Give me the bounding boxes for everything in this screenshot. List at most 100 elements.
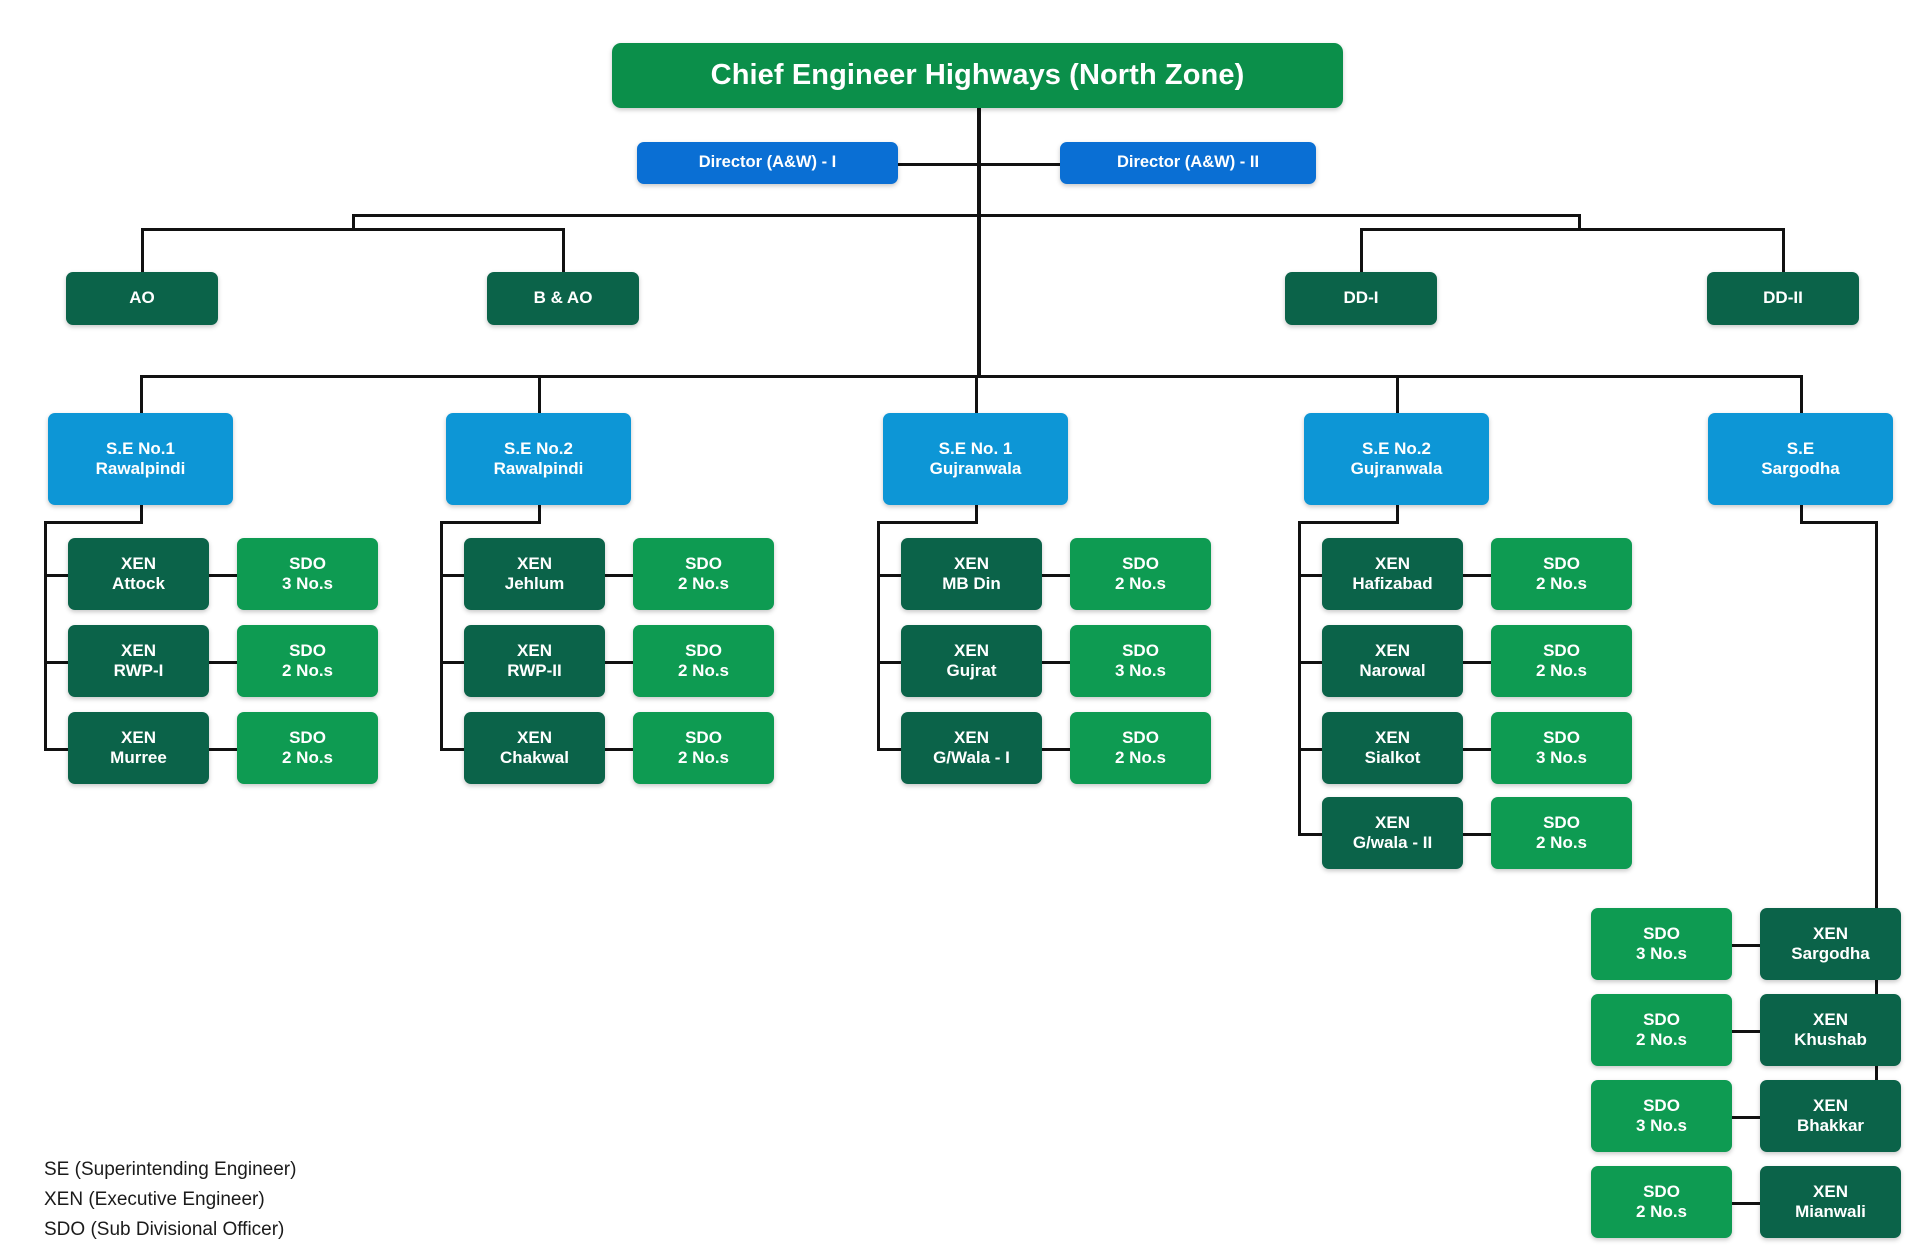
node-xen-rwp-ii[interactable]: XEN RWP-II (464, 625, 605, 697)
node-se-4[interactable]: S.E Sargodha (1708, 413, 1893, 505)
node-xen-narowal-line2: Narowal (1359, 661, 1426, 680)
node-xen-murree[interactable]: XEN Murree (68, 712, 209, 784)
node-xen-gwala-i[interactable]: XEN G/Wala - I (901, 712, 1042, 784)
node-xen-jehlum-line1: XEN (517, 553, 552, 573)
connector-g2-rail-top (877, 521, 978, 524)
node-director-aw-2[interactable]: Director (A&W) - II (1060, 142, 1316, 184)
connector-g3-rail-top (1298, 521, 1399, 524)
node-xen-chakwal[interactable]: XEN Chakwal (464, 712, 605, 784)
node-sdo-rwp-i-line1: SDO (289, 640, 326, 660)
node-dd-1[interactable]: DD-I (1285, 272, 1437, 325)
node-dd-2[interactable]: DD-II (1707, 272, 1859, 325)
node-se-3-line2: Gujranwala (1350, 459, 1443, 478)
connector-se-drop-3 (1396, 375, 1399, 413)
connector-g4-xs-1 (1732, 1030, 1760, 1033)
connector-g4-xs-0 (1732, 944, 1760, 947)
node-sdo-mb-din-line1: SDO (1122, 553, 1159, 573)
node-xen-gwala-ii[interactable]: XEN G/wala - II (1322, 797, 1463, 869)
node-xen-rwp-i[interactable]: XEN RWP-I (68, 625, 209, 697)
connector-g3-xs-3 (1463, 833, 1491, 836)
node-xen-sialkot[interactable]: XEN Sialkot (1322, 712, 1463, 784)
node-xen-khushab-line2: Khushab (1794, 1030, 1867, 1049)
node-se-2[interactable]: S.E No. 1 Gujranwala (883, 413, 1068, 505)
node-xen-sargodha[interactable]: XEN Sargodha (1760, 908, 1901, 980)
node-sdo-sargodha[interactable]: SDO 3 No.s (1591, 908, 1732, 980)
node-sdo-gujrat-line2: 3 No.s (1114, 661, 1167, 680)
node-se-4-line1: S.E (1786, 438, 1815, 458)
node-xen-sialkot-line1: XEN (1375, 727, 1410, 747)
node-sdo-gujrat[interactable]: SDO 3 No.s (1070, 625, 1211, 697)
node-sdo-gwala-ii-line1: SDO (1543, 812, 1580, 832)
node-xen-attock[interactable]: XEN Attock (68, 538, 209, 610)
node-sdo-narowal-line2: 2 No.s (1535, 661, 1588, 680)
node-sdo-murree-line2: 2 No.s (281, 748, 334, 767)
node-sdo-gwala-ii[interactable]: SDO 2 No.s (1491, 797, 1632, 869)
node-se-1[interactable]: S.E No.2 Rawalpindi (446, 413, 631, 505)
connector-root-stem (977, 108, 981, 378)
node-sdo-jehlum[interactable]: SDO 2 No.s (633, 538, 774, 610)
node-xen-gujrat[interactable]: XEN Gujrat (901, 625, 1042, 697)
node-b-and-ao[interactable]: B & AO (487, 272, 639, 325)
node-xen-rwp-ii-line2: RWP-II (507, 661, 562, 680)
node-xen-hafizabad[interactable]: XEN Hafizabad (1322, 538, 1463, 610)
node-xen-jehlum[interactable]: XEN Jehlum (464, 538, 605, 610)
connector-g2-child-2 (877, 748, 901, 751)
node-sdo-hafizabad-line1: SDO (1543, 553, 1580, 573)
node-sdo-mianwali-line1: SDO (1643, 1181, 1680, 1201)
node-sdo-sialkot[interactable]: SDO 3 No.s (1491, 712, 1632, 784)
connector-g2-rail (877, 521, 880, 748)
node-ao[interactable]: AO (66, 272, 218, 325)
node-sdo-bhakkar-line2: 3 No.s (1635, 1116, 1688, 1135)
node-xen-bhakkar-line2: Bhakkar (1796, 1116, 1865, 1135)
connector-bao-drop (562, 228, 565, 272)
node-xen-mb-din[interactable]: XEN MB Din (901, 538, 1042, 610)
node-se-2-line2: Gujranwala (929, 459, 1022, 478)
node-sdo-khushab[interactable]: SDO 2 No.s (1591, 994, 1732, 1066)
connector-g3-rail-stem (1396, 505, 1399, 524)
node-sdo-hafizabad[interactable]: SDO 2 No.s (1491, 538, 1632, 610)
node-xen-mianwali-line1: XEN (1813, 1181, 1848, 1201)
node-sdo-chakwal-line1: SDO (685, 727, 722, 747)
node-sdo-attock[interactable]: SDO 3 No.s (237, 538, 378, 610)
node-director-aw-1[interactable]: Director (A&W) - I (637, 142, 898, 184)
node-sdo-gwala-ii-line2: 2 No.s (1535, 833, 1588, 852)
connector-g1-rail (440, 521, 443, 748)
node-xen-jehlum-line2: Jehlum (504, 574, 565, 593)
node-sdo-chakwal[interactable]: SDO 2 No.s (633, 712, 774, 784)
node-sdo-mb-din-line2: 2 No.s (1114, 574, 1167, 593)
connector-se-drop-0 (140, 375, 143, 413)
node-xen-gujrat-line1: XEN (954, 640, 989, 660)
node-xen-bhakkar[interactable]: XEN Bhakkar (1760, 1080, 1901, 1152)
node-se-0[interactable]: S.E No.1 Rawalpindi (48, 413, 233, 505)
node-sdo-bhakkar[interactable]: SDO 3 No.s (1591, 1080, 1732, 1152)
connector-admin-right-bar (1360, 228, 1785, 231)
connector-directors-bar (888, 163, 1073, 166)
node-se-3[interactable]: S.E No.2 Gujranwala (1304, 413, 1489, 505)
node-sdo-rwp-i-line2: 2 No.s (281, 661, 334, 680)
node-sdo-hafizabad-line2: 2 No.s (1535, 574, 1588, 593)
node-xen-narowal[interactable]: XEN Narowal (1322, 625, 1463, 697)
node-sdo-mianwali[interactable]: SDO 2 No.s (1591, 1166, 1732, 1238)
connector-g4-xs-3 (1732, 1202, 1760, 1205)
node-sdo-rwp-i[interactable]: SDO 2 No.s (237, 625, 378, 697)
node-sdo-murree[interactable]: SDO 2 No.s (237, 712, 378, 784)
node-sdo-khushab-line2: 2 No.s (1635, 1030, 1688, 1049)
node-sdo-sargodha-line1: SDO (1643, 923, 1680, 943)
node-sdo-mb-din[interactable]: SDO 2 No.s (1070, 538, 1211, 610)
node-sdo-gwala-i[interactable]: SDO 2 No.s (1070, 712, 1211, 784)
node-sdo-narowal[interactable]: SDO 2 No.s (1491, 625, 1632, 697)
connector-g3-child-2 (1298, 748, 1322, 751)
node-xen-mianwali[interactable]: XEN Mianwali (1760, 1166, 1901, 1238)
node-chief-engineer[interactable]: Chief Engineer Highways (North Zone) (612, 43, 1343, 108)
node-xen-chakwal-line2: Chakwal (500, 748, 569, 767)
node-sdo-attock-line2: 3 No.s (281, 574, 334, 593)
connector-g3-xs-1 (1463, 661, 1491, 664)
node-se-1-line1: S.E No.2 (504, 438, 573, 458)
connector-g1-rail-top (440, 521, 541, 524)
node-sdo-sialkot-line1: SDO (1543, 727, 1580, 747)
node-xen-khushab[interactable]: XEN Khushab (1760, 994, 1901, 1066)
node-sdo-jehlum-line1: SDO (685, 553, 722, 573)
node-sdo-murree-line1: SDO (289, 727, 326, 747)
node-sdo-rwp-ii[interactable]: SDO 2 No.s (633, 625, 774, 697)
node-sdo-gwala-i-line2: 2 No.s (1114, 748, 1167, 767)
